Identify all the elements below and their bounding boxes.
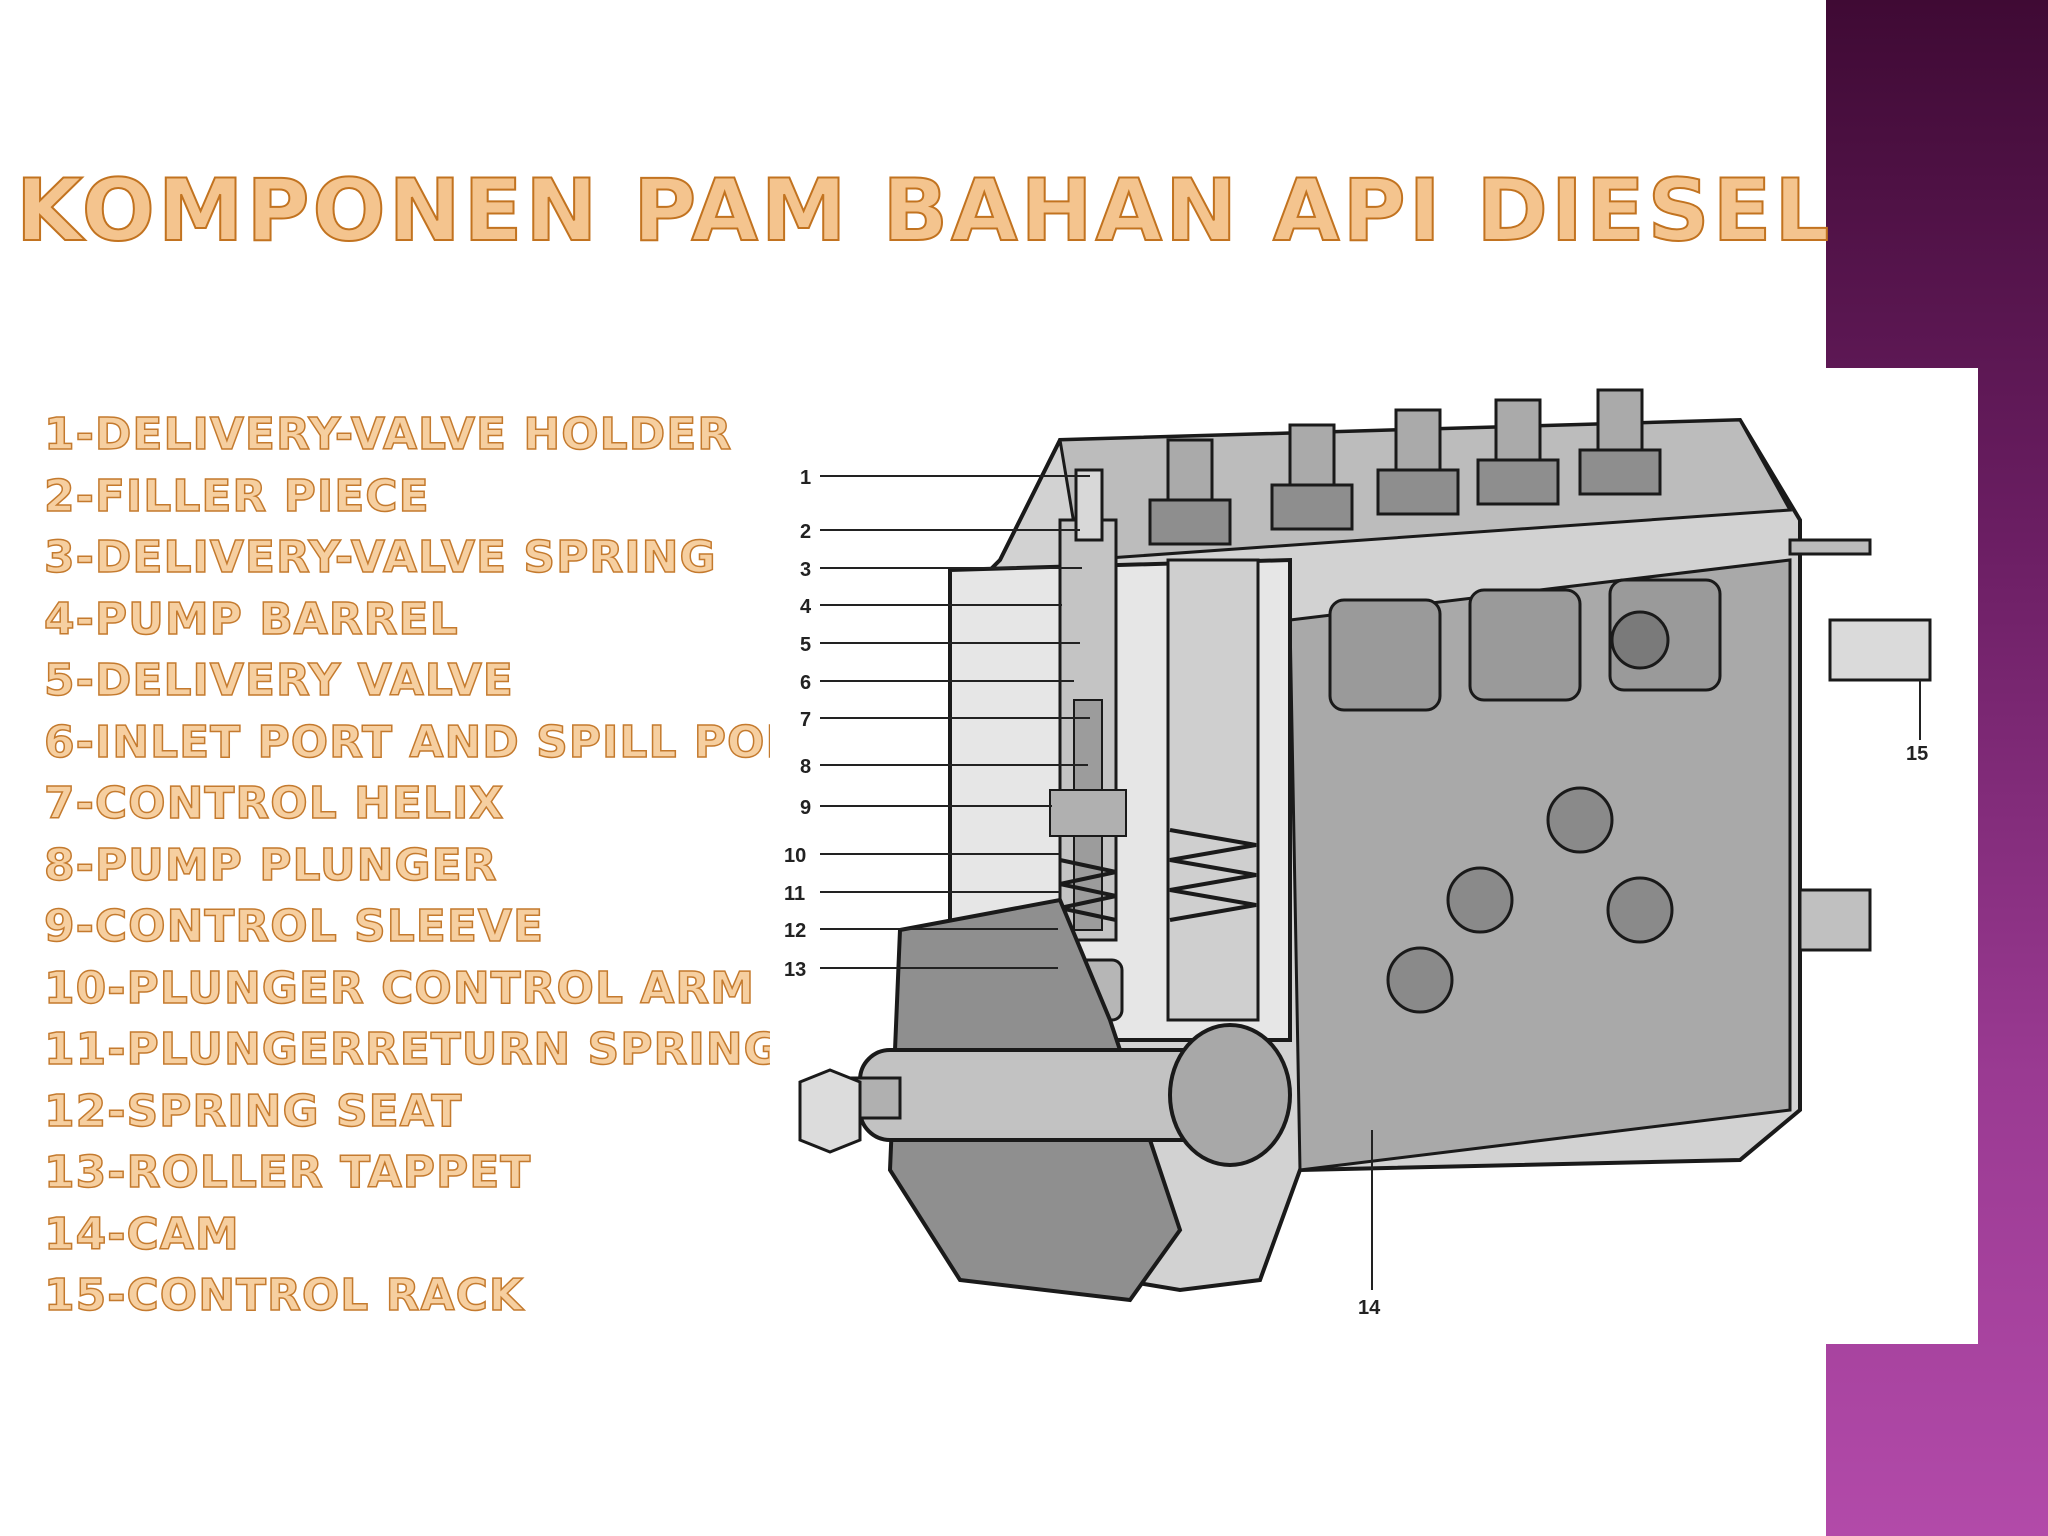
list-item: 8-PUMP PLUNGER [43, 839, 498, 891]
list-item: 9-CONTROL SLEEVE [43, 900, 544, 952]
mounting-boss [1610, 610, 1670, 670]
pump-diagram-frame: 1 2 3 4 5 6 7 8 9 10 11 12 13 14 15 [770, 368, 1978, 1344]
mounting-boss [1546, 786, 1614, 854]
callout-14: 14 [1358, 1297, 1381, 1319]
element-spring [1169, 828, 1257, 922]
control-rack-bracket [1788, 538, 1932, 952]
delivery-valve-holder [1394, 408, 1442, 476]
list-item: 14-CAM [43, 1208, 240, 1260]
parts-list: 1-DELIVERY-VALVE HOLDER 2-FILLER PIECE 3… [43, 404, 830, 1327]
plunger-return-spring [1059, 858, 1117, 922]
callout-15: 15 [1906, 743, 1928, 765]
drive-shaft-end [1798, 888, 1872, 952]
mounting-boss [1386, 946, 1454, 1014]
slide-title: KOMPONEN PAM BAHAN API DIESEL [15, 161, 1833, 261]
callout-7: 7 [800, 709, 811, 731]
control-sleeve [1049, 789, 1127, 837]
list-item: 7-CONTROL HELIX [43, 777, 505, 829]
mounting-boss [1446, 866, 1514, 934]
camshaft-assembly [798, 897, 1292, 1303]
delivery-valve-holders [1148, 388, 1662, 546]
delivery-valve-holder-cut [1074, 468, 1104, 542]
callout-11: 11 [784, 883, 805, 905]
delivery-valve-holder [1494, 398, 1542, 466]
delivery-valve-holder [1596, 388, 1644, 456]
delivery-valve-holder [1166, 438, 1214, 506]
callout-5: 5 [800, 634, 811, 656]
list-item: 12-SPRING SEAT [43, 1085, 463, 1137]
list-item: 11-PLUNGERRETURN SPRING [43, 1023, 781, 1075]
list-item: 4-PUMP BARREL [43, 593, 459, 645]
list-item: 1-DELIVERY-VALVE HOLDER [43, 408, 733, 460]
list-item: 15-CONTROL RACK [43, 1269, 524, 1321]
delivery-valve-holder [1288, 423, 1336, 491]
list-item: 5-DELIVERY VALVE [43, 654, 514, 706]
control-rack [1788, 538, 1872, 556]
list-item: 2-FILLER PIECE [43, 470, 430, 522]
callout-10: 10 [784, 845, 806, 867]
mounting-boss [1606, 876, 1674, 944]
hex-nut [1376, 468, 1460, 516]
rack-bracket [1828, 618, 1932, 682]
hex-nut [1476, 458, 1560, 506]
element-column [1166, 558, 1260, 1022]
shaft-nut [798, 1068, 862, 1154]
cam-lobe [1168, 1023, 1292, 1167]
list-item: 10-PLUNGER CONTROL ARM [43, 962, 756, 1014]
housing-window [1468, 588, 1582, 702]
callout-2: 2 [800, 521, 811, 543]
callout-3: 3 [800, 559, 811, 581]
hex-nut [1148, 498, 1232, 546]
callout-12: 12 [784, 920, 806, 942]
callout-1: 1 [800, 467, 811, 489]
hex-nut [1578, 448, 1662, 496]
callout-6: 6 [800, 672, 811, 694]
list-item: 6-INLET PORT AND SPILL PORT [43, 716, 830, 768]
callout-4: 4 [800, 596, 812, 618]
callout-13: 13 [784, 959, 806, 981]
hex-nut [1270, 483, 1354, 531]
callout-lines [820, 475, 1921, 1290]
callout-8: 8 [800, 756, 811, 778]
housing-window [1328, 598, 1442, 712]
callout-labels: 1 2 3 4 5 6 7 8 9 10 11 12 13 14 15 [784, 467, 1928, 1319]
list-item: 13-ROLLER TAPPET [43, 1146, 532, 1198]
callout-9: 9 [800, 797, 811, 819]
list-item: 3-DELIVERY-VALVE SPRING [43, 531, 717, 583]
pump-cutaway-diagram: 1 2 3 4 5 6 7 8 9 10 11 12 13 14 15 [784, 388, 1932, 1319]
